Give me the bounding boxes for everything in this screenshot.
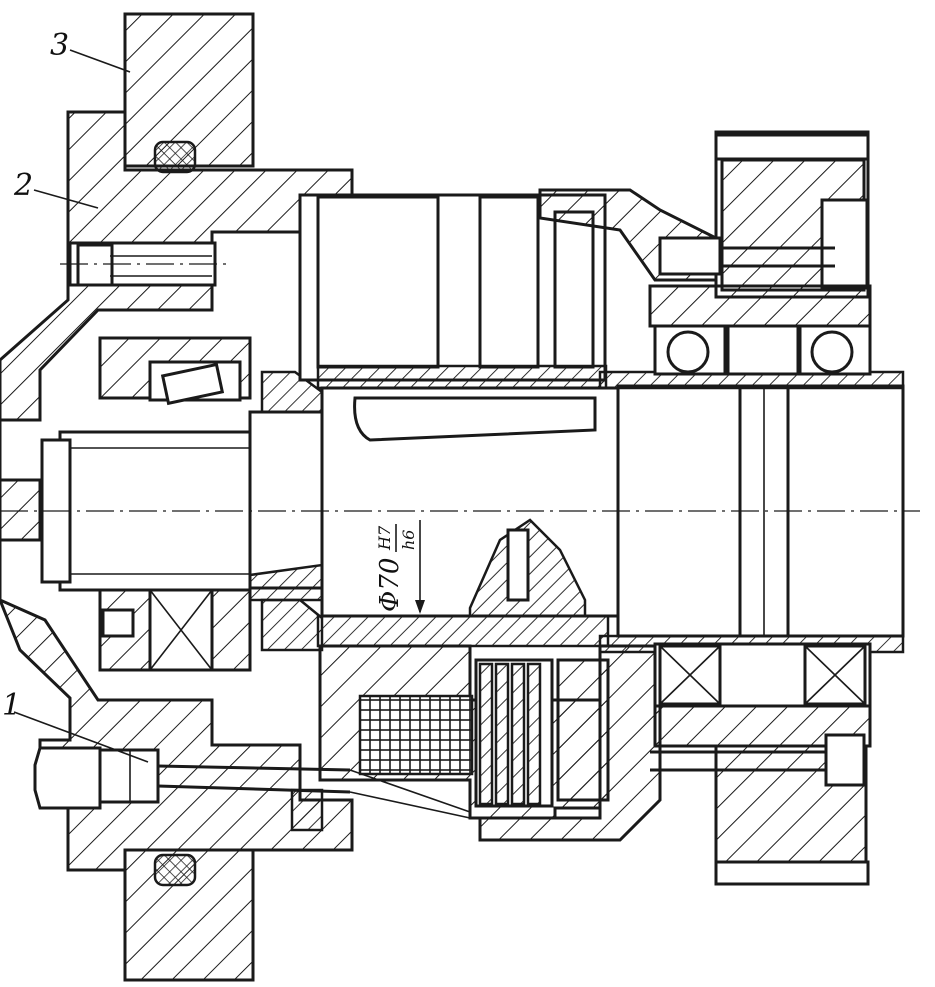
- ball-bearing-right: [653, 324, 872, 376]
- left-bearing-assembly: [98, 336, 252, 672]
- callout-label-part-2: 2: [14, 168, 34, 203]
- right-bearing-housing: [648, 130, 872, 886]
- dimension-shaft-fit: h6: [399, 530, 418, 550]
- right-output-shaft: [598, 370, 905, 654]
- callout-label-part-1: 1: [2, 688, 22, 723]
- dimension-arrowhead: [415, 600, 425, 614]
- diameter-fit-dimension: Φ70 H7 h6: [375, 524, 418, 612]
- dimension-prefix: Φ70: [375, 558, 405, 612]
- callout-leaders: [13, 49, 149, 763]
- friction-disc-pack: [478, 662, 542, 806]
- callout-label-part-3: 3: [50, 28, 70, 63]
- dimension-hole-fit: H7: [375, 525, 394, 551]
- wall-frame-part-3: [123, 12, 255, 982]
- screw-part-1: [33, 746, 471, 819]
